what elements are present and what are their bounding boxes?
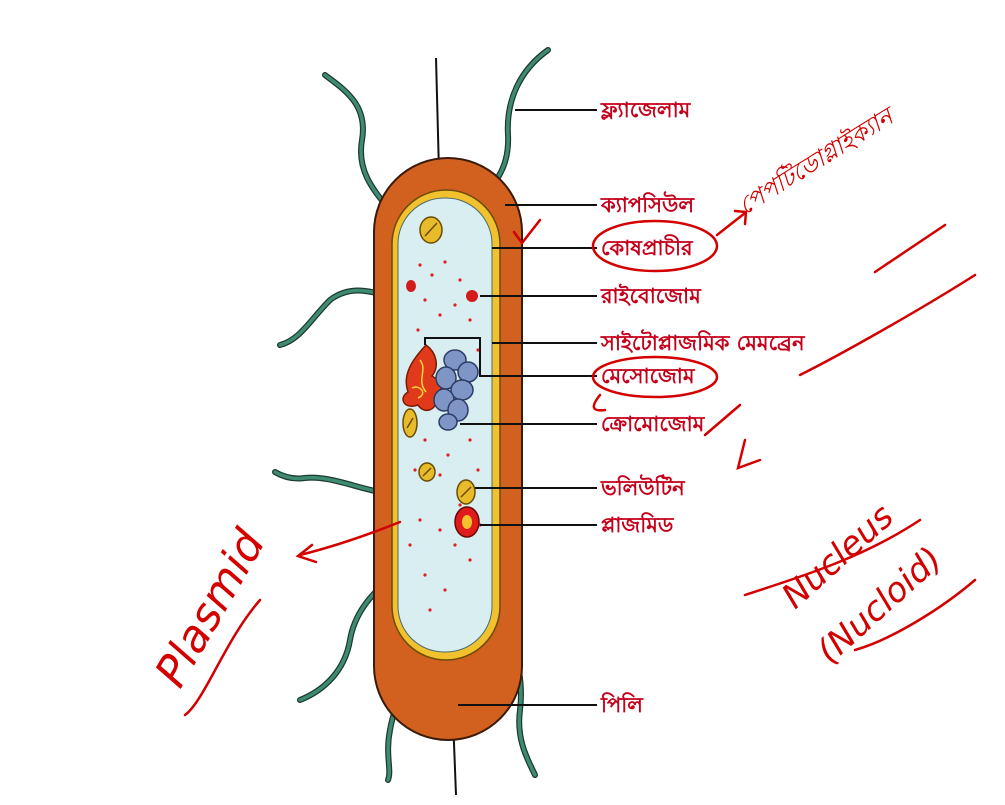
label-plasmid: প্লাজমিড xyxy=(601,512,675,537)
note-plasmid: Plasmid xyxy=(145,520,276,695)
note-peptidoglycan: পেপটিডোগ্লাইক্যান xyxy=(732,99,902,220)
label-volutin: ভলিউটিন xyxy=(600,474,686,500)
label-chromosome: ক্রোমোজোম xyxy=(601,412,706,436)
volutin-granule-low xyxy=(419,463,435,481)
label-ribosome: রাইবোজোম xyxy=(600,283,702,308)
label-capsule: ক্যাপসিউল xyxy=(600,191,695,217)
volutin-granule-mid xyxy=(403,409,417,437)
label-flagellum: ফ্ল্যাজেলাম xyxy=(600,98,692,122)
label-cytoplasmic-membrane: সাইটোপ্লাজমিক মেমব্রেন xyxy=(600,329,806,355)
label-mesosome: মেসোজোম xyxy=(601,364,696,388)
ribosome-left xyxy=(406,280,416,292)
volutin-granule-top xyxy=(420,217,442,243)
ribosome-right xyxy=(466,290,478,302)
label-pili: পিলি xyxy=(600,692,644,717)
label-cell-wall: কোষপ্রাচীর xyxy=(601,234,694,260)
volutin-granule-right xyxy=(457,480,475,504)
plasmid-ring xyxy=(455,507,479,537)
